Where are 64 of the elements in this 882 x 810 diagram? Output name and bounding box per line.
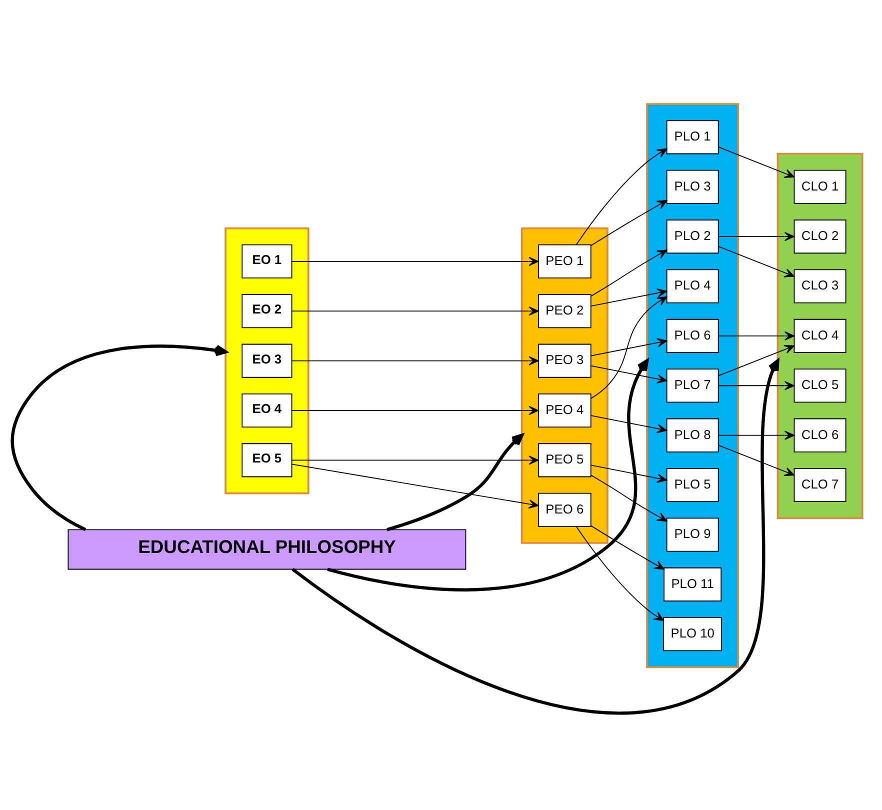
node-box: PLO 8 <box>666 418 719 452</box>
node-box: EO 1 <box>242 244 292 278</box>
node-box: CLO 7 <box>794 468 846 502</box>
arrow <box>292 359 780 715</box>
node-box: PEO 3 <box>538 344 592 378</box>
arrow <box>590 415 668 434</box>
node-box: PLO 2 <box>666 220 719 254</box>
node-box: EO 3 <box>242 344 292 378</box>
node-box: CLO 2 <box>794 220 846 254</box>
node-box: EO 5 <box>242 443 292 478</box>
node-box: PLO 4 <box>666 269 719 304</box>
arrow <box>291 464 539 509</box>
cluster <box>776 152 864 520</box>
node-box: PLO 9 <box>666 518 719 552</box>
arrow <box>291 306 539 316</box>
arrow <box>590 464 668 483</box>
arrow <box>327 359 649 592</box>
arrow <box>10 344 228 532</box>
arrow <box>386 434 524 532</box>
arrow <box>590 288 668 307</box>
node-box: PEO 5 <box>538 443 592 478</box>
node-box: CLO 5 <box>794 368 846 403</box>
node-box: PEO 4 <box>538 393 592 428</box>
arrow <box>718 430 794 440</box>
arrow <box>718 381 794 390</box>
node-box: CLO 3 <box>794 269 846 304</box>
cluster <box>646 103 740 668</box>
arrow <box>576 148 668 246</box>
node-box: PEO 6 <box>538 492 592 527</box>
arrow <box>590 296 668 399</box>
arrow <box>590 200 668 246</box>
node-box: CLO 1 <box>794 170 846 204</box>
node-box: PLO 7 <box>666 368 719 403</box>
node-box: EDUCATIONAL PHILOSOPHY <box>68 529 466 570</box>
node-box: PLO 1 <box>666 120 719 154</box>
arrow <box>576 526 664 621</box>
arrow <box>718 146 794 178</box>
node-box: PEO 1 <box>538 244 592 278</box>
arrow <box>291 356 539 366</box>
node-box: PLO 10 <box>663 617 722 652</box>
node-box: PLO 5 <box>666 468 719 502</box>
arrow <box>590 365 668 384</box>
arrow <box>718 444 794 476</box>
cluster <box>224 227 310 494</box>
arrow <box>718 246 794 278</box>
node-box: EO 2 <box>242 294 292 328</box>
node-box: CLO 4 <box>794 318 846 353</box>
arrow <box>291 456 539 465</box>
node-box: PEO 2 <box>538 294 592 328</box>
node-box: PLO 11 <box>664 567 722 602</box>
arrow <box>590 525 664 570</box>
arrow <box>718 331 794 341</box>
arrow <box>718 232 794 242</box>
arrow <box>590 338 668 356</box>
node-box: EO 4 <box>242 393 292 428</box>
node-box: PLO 3 <box>666 170 719 204</box>
node-box: CLO 6 <box>794 418 846 452</box>
arrow <box>291 406 539 416</box>
arrow <box>718 344 794 376</box>
node-box: PLO 6 <box>666 318 719 353</box>
cluster <box>520 227 608 544</box>
arrow <box>590 250 668 296</box>
arrow <box>291 256 539 266</box>
arrow <box>590 474 668 522</box>
